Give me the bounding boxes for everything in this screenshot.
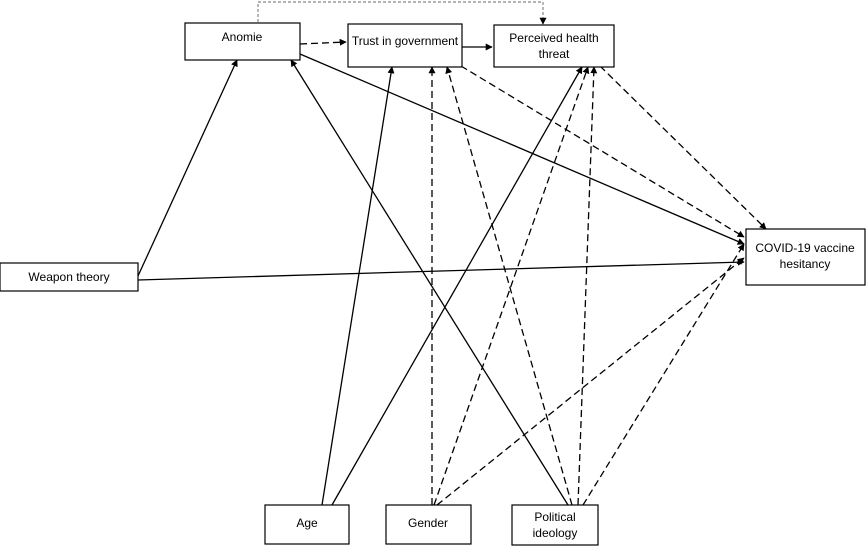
node-weapon-theory: Weapon theory xyxy=(0,262,139,292)
edge-weapon-to-anomie xyxy=(137,59,238,277)
node-label: threat xyxy=(539,47,570,61)
node-trust-in-government: Trust in government xyxy=(347,23,463,68)
node-label: Trust in government xyxy=(352,34,459,48)
node-label: hesitancy xyxy=(780,257,831,271)
node-label: Anomie xyxy=(222,30,263,44)
edge-trust-to-hesitancy xyxy=(460,65,745,238)
node-anomie: Anomie xyxy=(184,22,301,61)
node-label: COVID-19 vaccine xyxy=(755,241,855,255)
edge-age-to-threat xyxy=(331,66,583,506)
edge-ideology-to-anomie xyxy=(290,59,569,506)
node-perceived-health-threat: Perceived health threat xyxy=(493,24,615,68)
node-label: Gender xyxy=(408,516,448,530)
edge-weapon-to-hesitancy xyxy=(137,258,745,281)
edge-anomie-to-trust xyxy=(299,38,347,46)
edge-gender-to-hesitancy xyxy=(436,257,745,506)
node-label: Political xyxy=(534,510,575,524)
node-covid-vaccine-hesitancy: COVID-19 vaccine hesitancy xyxy=(745,228,866,286)
edge-threat-to-hesitancy xyxy=(599,65,767,230)
edges xyxy=(137,1,767,506)
node-age: Age xyxy=(264,504,350,545)
node-political-ideology: Political ideology xyxy=(511,504,599,546)
node-label: Age xyxy=(296,516,318,530)
edge-ideology-to-hesitancy xyxy=(582,243,745,506)
edge-ideology-to-trust xyxy=(445,66,573,506)
edge-anomie-to-threat xyxy=(257,1,547,25)
edge-gender-to-threat xyxy=(433,66,590,506)
node-label: Weapon theory xyxy=(28,270,109,284)
edge-ideology-to-threat xyxy=(577,66,598,506)
edge-age-to-trust xyxy=(321,66,395,506)
edge-anomie-to-hesitancy xyxy=(299,53,745,245)
node-label: ideology xyxy=(533,526,578,540)
node-gender: Gender xyxy=(385,504,472,545)
node-label: Perceived health xyxy=(509,31,598,45)
